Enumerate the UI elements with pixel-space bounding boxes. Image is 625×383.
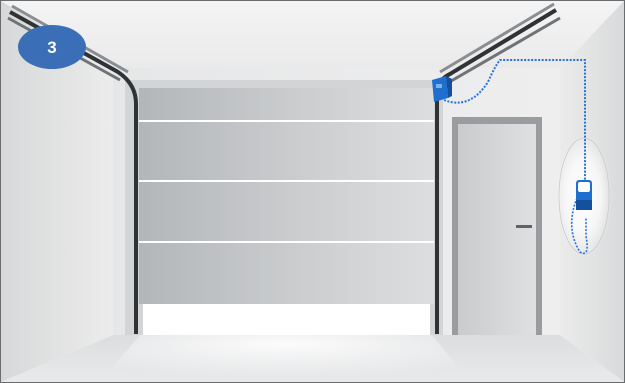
step-number: 3: [47, 38, 56, 57]
garage-door: [139, 88, 434, 335]
wall-switch-icon: [576, 180, 592, 210]
side-door-handle: [516, 225, 532, 228]
door-bottom-gap: [143, 304, 430, 335]
side-door-leaf: [458, 124, 536, 335]
step-badge: 3: [18, 25, 86, 69]
floor-light: [100, 335, 470, 382]
side-door: [452, 117, 542, 335]
